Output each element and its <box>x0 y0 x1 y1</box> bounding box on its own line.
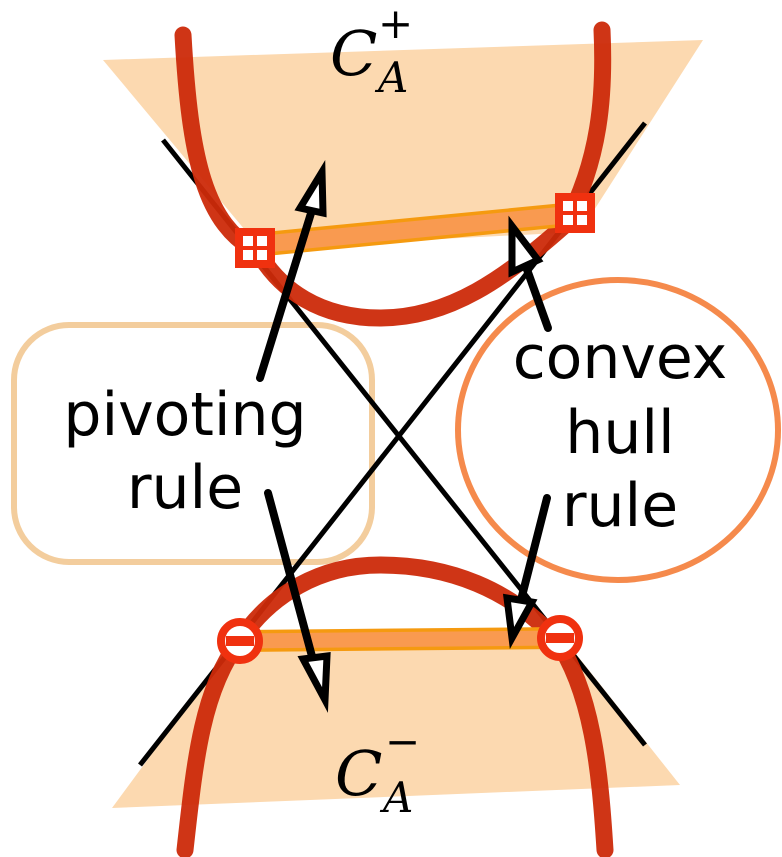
cplus-label: C + A <box>330 0 413 102</box>
cminus-sup: − <box>385 717 420 766</box>
cminus-sub: A <box>379 773 413 822</box>
hull-arrow-up <box>508 215 552 332</box>
hull-rule-line3: rule <box>562 471 678 541</box>
pivoting-rule-line1: pivoting <box>63 380 306 450</box>
pivoting-rule-box <box>11 322 375 565</box>
hull-arrow-down <box>502 494 551 650</box>
cplus-base: C <box>330 17 377 90</box>
cplus-sup: + <box>378 0 413 48</box>
cminus-base: C <box>335 737 382 810</box>
upper-cone-region <box>103 40 703 248</box>
minus-marker-right <box>537 615 583 661</box>
hull-rule-line1: convex <box>513 323 728 393</box>
pivoting-rule-line2: rule <box>127 453 243 523</box>
lower-cone-region <box>112 640 680 808</box>
minus-marker-left <box>217 618 263 664</box>
pivot-arrow-up <box>256 160 327 382</box>
upper-curve <box>174 21 612 327</box>
plus-marker-right <box>555 193 595 233</box>
lower-hull-segment-inner <box>239 630 561 649</box>
cplus-sub: A <box>374 53 408 102</box>
plus-marker-left <box>235 228 275 268</box>
hull-rule-line2: hull <box>565 398 674 468</box>
upper-hull-segment-inner <box>254 205 576 254</box>
pivot-arrow-down <box>264 489 331 713</box>
lower-curve <box>176 556 614 857</box>
convex-hull-rule-circle <box>455 277 781 583</box>
cminus-label: C − A <box>335 717 420 822</box>
